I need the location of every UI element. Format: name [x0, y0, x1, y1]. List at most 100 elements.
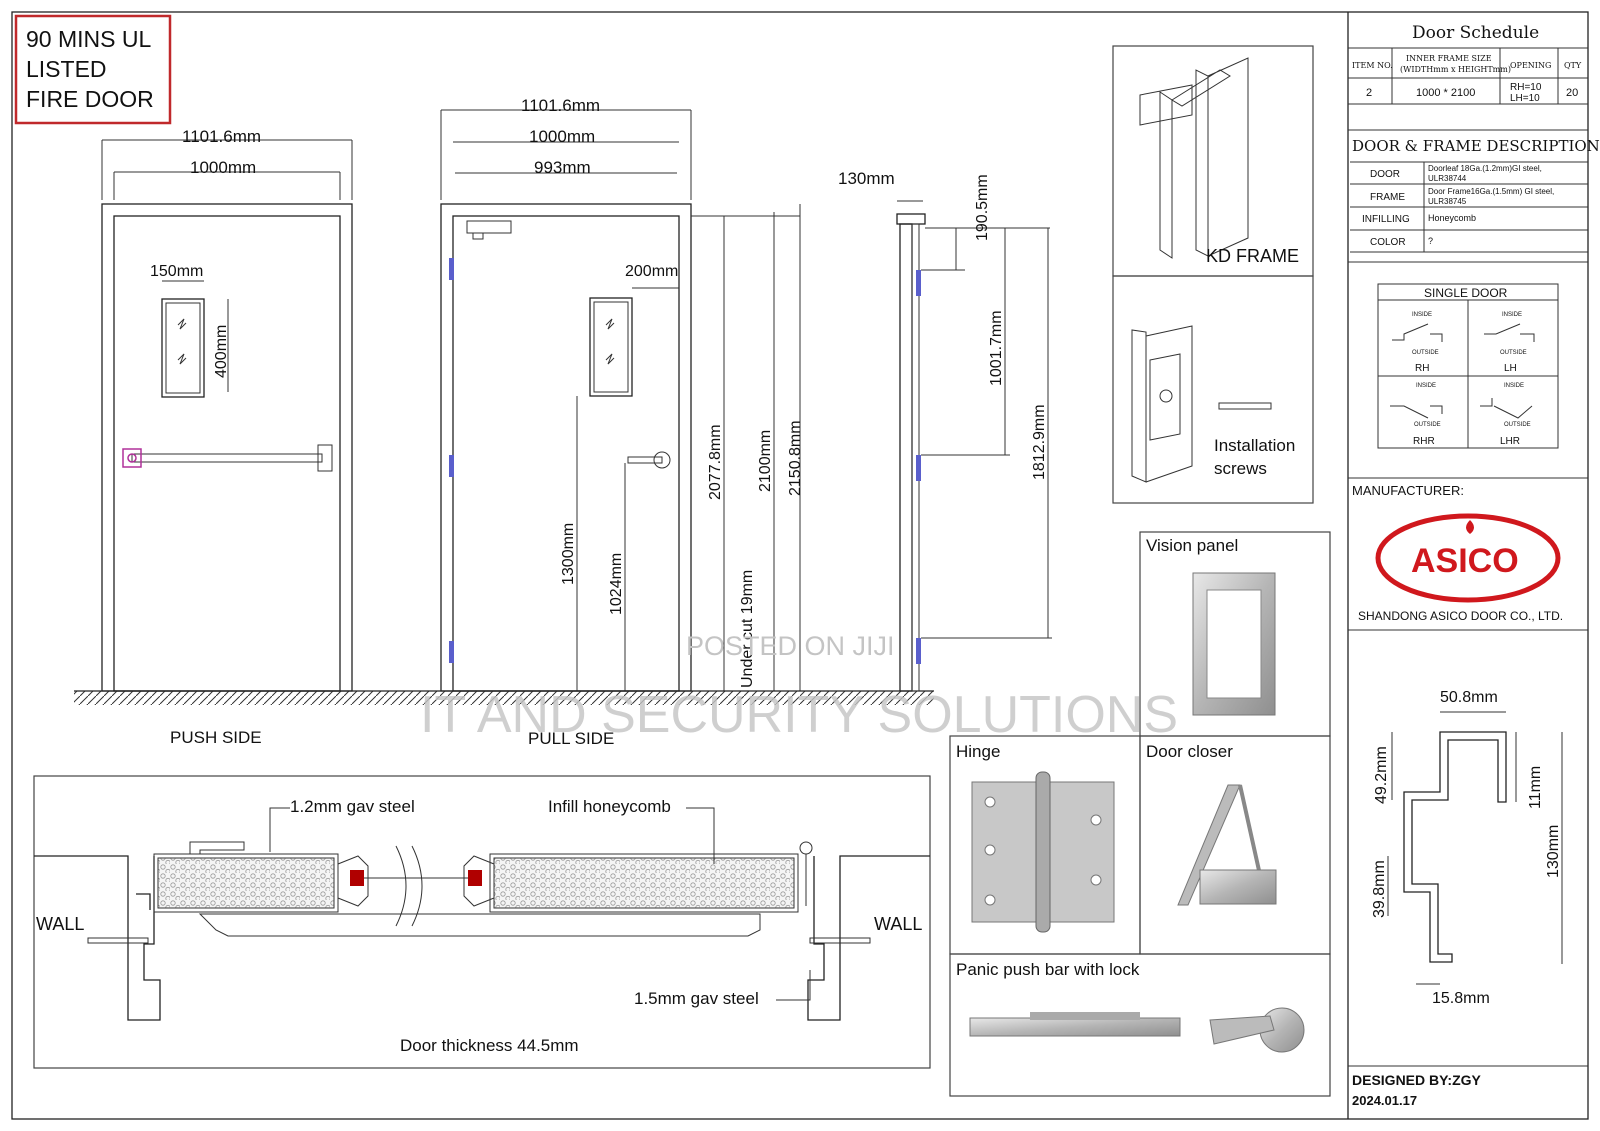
panic-bar-box: Panic push bar with lock	[949, 953, 1331, 1097]
side-hinge-mid: 1001.7mm	[988, 310, 1005, 386]
watermark: POSTED ON JIJI IT AND SECURITY SOLUTIONS	[420, 631, 1178, 744]
schedule-row-opening-lh: LH=10	[1510, 93, 1540, 104]
designer-block: DESIGNED BY:ZGY 2024.01.17	[1348, 1065, 1588, 1108]
asico-logo: ASICO	[1375, 513, 1561, 603]
profile-top: 50.8mm	[1440, 689, 1498, 706]
door-closer-label: Door closer	[1146, 742, 1233, 761]
push-side-elevation: 1101.6mm 1000mm 150mm 400mm PUSH SIDE	[101, 127, 353, 747]
door-closer-icon	[1177, 784, 1277, 906]
pull-side-elevation: 1101.6mm 1000mm 993mm 200mm 1300mm 1024m…	[440, 96, 804, 748]
push-vision-height: 400mm	[213, 325, 230, 378]
lhr-inside: INSIDE	[1504, 383, 1524, 389]
pull-frame-height: 2100mm	[757, 430, 774, 492]
rhr-type: RHR	[1413, 436, 1435, 447]
gasket-right	[468, 870, 482, 886]
fire-door-title-box: 90 MINS UL LISTED FIRE DOOR	[14, 14, 172, 125]
title-line-1: 90 MINS UL	[26, 26, 151, 52]
pull-vision-offset: 200mm	[625, 263, 678, 280]
schedule-row-opening-rh: RH=10	[1510, 82, 1542, 93]
logo-text: ASICO	[1411, 542, 1519, 580]
side-hinge-top: 190.5mm	[974, 174, 991, 241]
push-vision-width: 150mm	[150, 263, 203, 280]
door-closer-box: Door closer	[1139, 735, 1331, 955]
section-infill: Infill honeycomb	[548, 797, 671, 816]
hinge-box: Hinge	[949, 735, 1141, 955]
manufacturer-block: MANUFACTURER: ASICO SHANDONG ASICO DOOR …	[1348, 477, 1588, 631]
desc-door-cert: ULR38744	[1428, 174, 1467, 183]
watermark-posted: POSTED ON JIJI	[686, 631, 895, 661]
profile-bottom: 15.8mm	[1432, 990, 1490, 1007]
lhr-type: LHR	[1500, 436, 1520, 447]
schedule-header-item: ITEM NO.	[1352, 61, 1393, 70]
profile-stop: 39.8mm	[1371, 860, 1388, 918]
profile-rebate: 11mm	[1527, 766, 1544, 809]
push-side-label: PUSH SIDE	[170, 728, 262, 747]
pull-side-label: PULL SIDE	[528, 729, 614, 748]
desc-infilling-val: Honeycomb	[1428, 213, 1476, 223]
lever-lock-icon	[1209, 1007, 1305, 1053]
watermark-company: IT AND SECURITY SOLUTIONS	[420, 686, 1178, 744]
lh-outside: OUTSIDE	[1500, 350, 1527, 356]
title-line-3: FIRE DOOR	[26, 86, 154, 112]
profile-depth: 130mm	[1545, 825, 1562, 878]
lhr-swing-icon	[1480, 398, 1533, 419]
door-plan-section: 1.2mm gav steel Infill honeycomb 1.5mm g…	[33, 775, 931, 1069]
manufacturer-label: MANUFACTURER:	[1352, 483, 1464, 498]
desc-color-key: COLOR	[1370, 237, 1406, 248]
profile-return: 49.2mm	[1373, 746, 1390, 804]
section-wall-right: WALL	[874, 914, 922, 934]
hinge-label: Hinge	[956, 742, 1000, 761]
section-gav-top: 1.2mm gav steel	[290, 797, 415, 816]
lh-inside: INSIDE	[1502, 312, 1522, 318]
schedule-header-size: INNER FRAME SIZE	[1406, 54, 1492, 63]
push-overall-width: 1101.6mm	[182, 127, 261, 146]
gasket-left	[350, 870, 364, 886]
schedule-row-item: 2	[1366, 87, 1372, 99]
desc-frame-key: FRAME	[1370, 192, 1405, 203]
lhr-outside: OUTSIDE	[1504, 422, 1531, 428]
sheet-border	[11, 11, 1589, 1120]
rh-type: RH	[1415, 363, 1429, 374]
kd-frame-box: KD FRAME	[1112, 45, 1314, 277]
rh-swing-icon	[1392, 323, 1443, 342]
side-hinge-bottom: 1812.9mm	[1031, 404, 1048, 480]
lh-swing-icon	[1484, 323, 1535, 342]
desc-frame-cert: ULR38745	[1428, 197, 1467, 206]
pull-undercut: Under cut 19mm	[739, 570, 756, 688]
pull-leaf-width: 993mm	[534, 158, 591, 177]
section-wall-left: WALL	[36, 914, 84, 934]
panic-bar-lock-icon	[122, 448, 142, 468]
kd-frame-label: KD FRAME	[1206, 246, 1299, 266]
vision-panel-label: Vision panel	[1146, 536, 1238, 555]
schedule-row-qty: 20	[1566, 87, 1578, 99]
desc-frame-val: Door Frame16Ga.(1.5mm) GI steel,	[1428, 187, 1554, 196]
side-depth: 130mm	[838, 169, 895, 188]
pull-frame-width: 1000mm	[529, 127, 595, 146]
pull-leaf-height: 2077.8mm	[707, 424, 724, 500]
hinge-icon	[971, 771, 1115, 933]
installation-screws-box: Installation screws	[1112, 275, 1314, 504]
screw-icon	[1218, 402, 1272, 410]
rh-outside: OUTSIDE	[1412, 350, 1439, 356]
schedule-title: Door Schedule	[1412, 23, 1539, 43]
company-name: SHANDONG ASICO DOOR CO., LTD.	[1358, 609, 1563, 623]
schedule-header-size-unit: (WIDTHmm x HEIGHTmm)	[1400, 65, 1511, 74]
schedule-row-size: 1000 * 2100	[1416, 87, 1475, 99]
screws-line-2: screws	[1214, 459, 1267, 478]
rhr-swing-icon	[1390, 405, 1443, 419]
frame-profile-section: 50.8mm 49.2mm 11mm 130mm 39.8mm 15.8mm	[1371, 689, 1563, 1007]
vision-panel-box: Vision panel	[1139, 531, 1331, 737]
pull-overall-height: 2150.8mm	[787, 420, 804, 496]
schedule-header-qty: QTY	[1564, 61, 1582, 70]
desc-door-val: Doorleaf 18Ga.(1.2mm)GI steel,	[1428, 164, 1542, 173]
schedule-header-opening: OPENING	[1510, 61, 1551, 70]
push-leaf-width: 1000mm	[190, 158, 256, 177]
panic-push-bar-icon	[969, 1012, 1181, 1037]
rhr-outside: OUTSIDE	[1414, 422, 1441, 428]
desc-door-key: DOOR	[1370, 169, 1400, 180]
single-door-title: SINGLE DOOR	[1424, 286, 1508, 300]
lh-type: LH	[1504, 363, 1517, 374]
design-date: 2024.01.17	[1352, 1093, 1417, 1108]
door-frame-description: DOOR & FRAME DESCRIPTION DOOR Doorleaf 1…	[1348, 129, 1600, 253]
section-gav-bottom: 1.5mm gav steel	[634, 989, 759, 1008]
